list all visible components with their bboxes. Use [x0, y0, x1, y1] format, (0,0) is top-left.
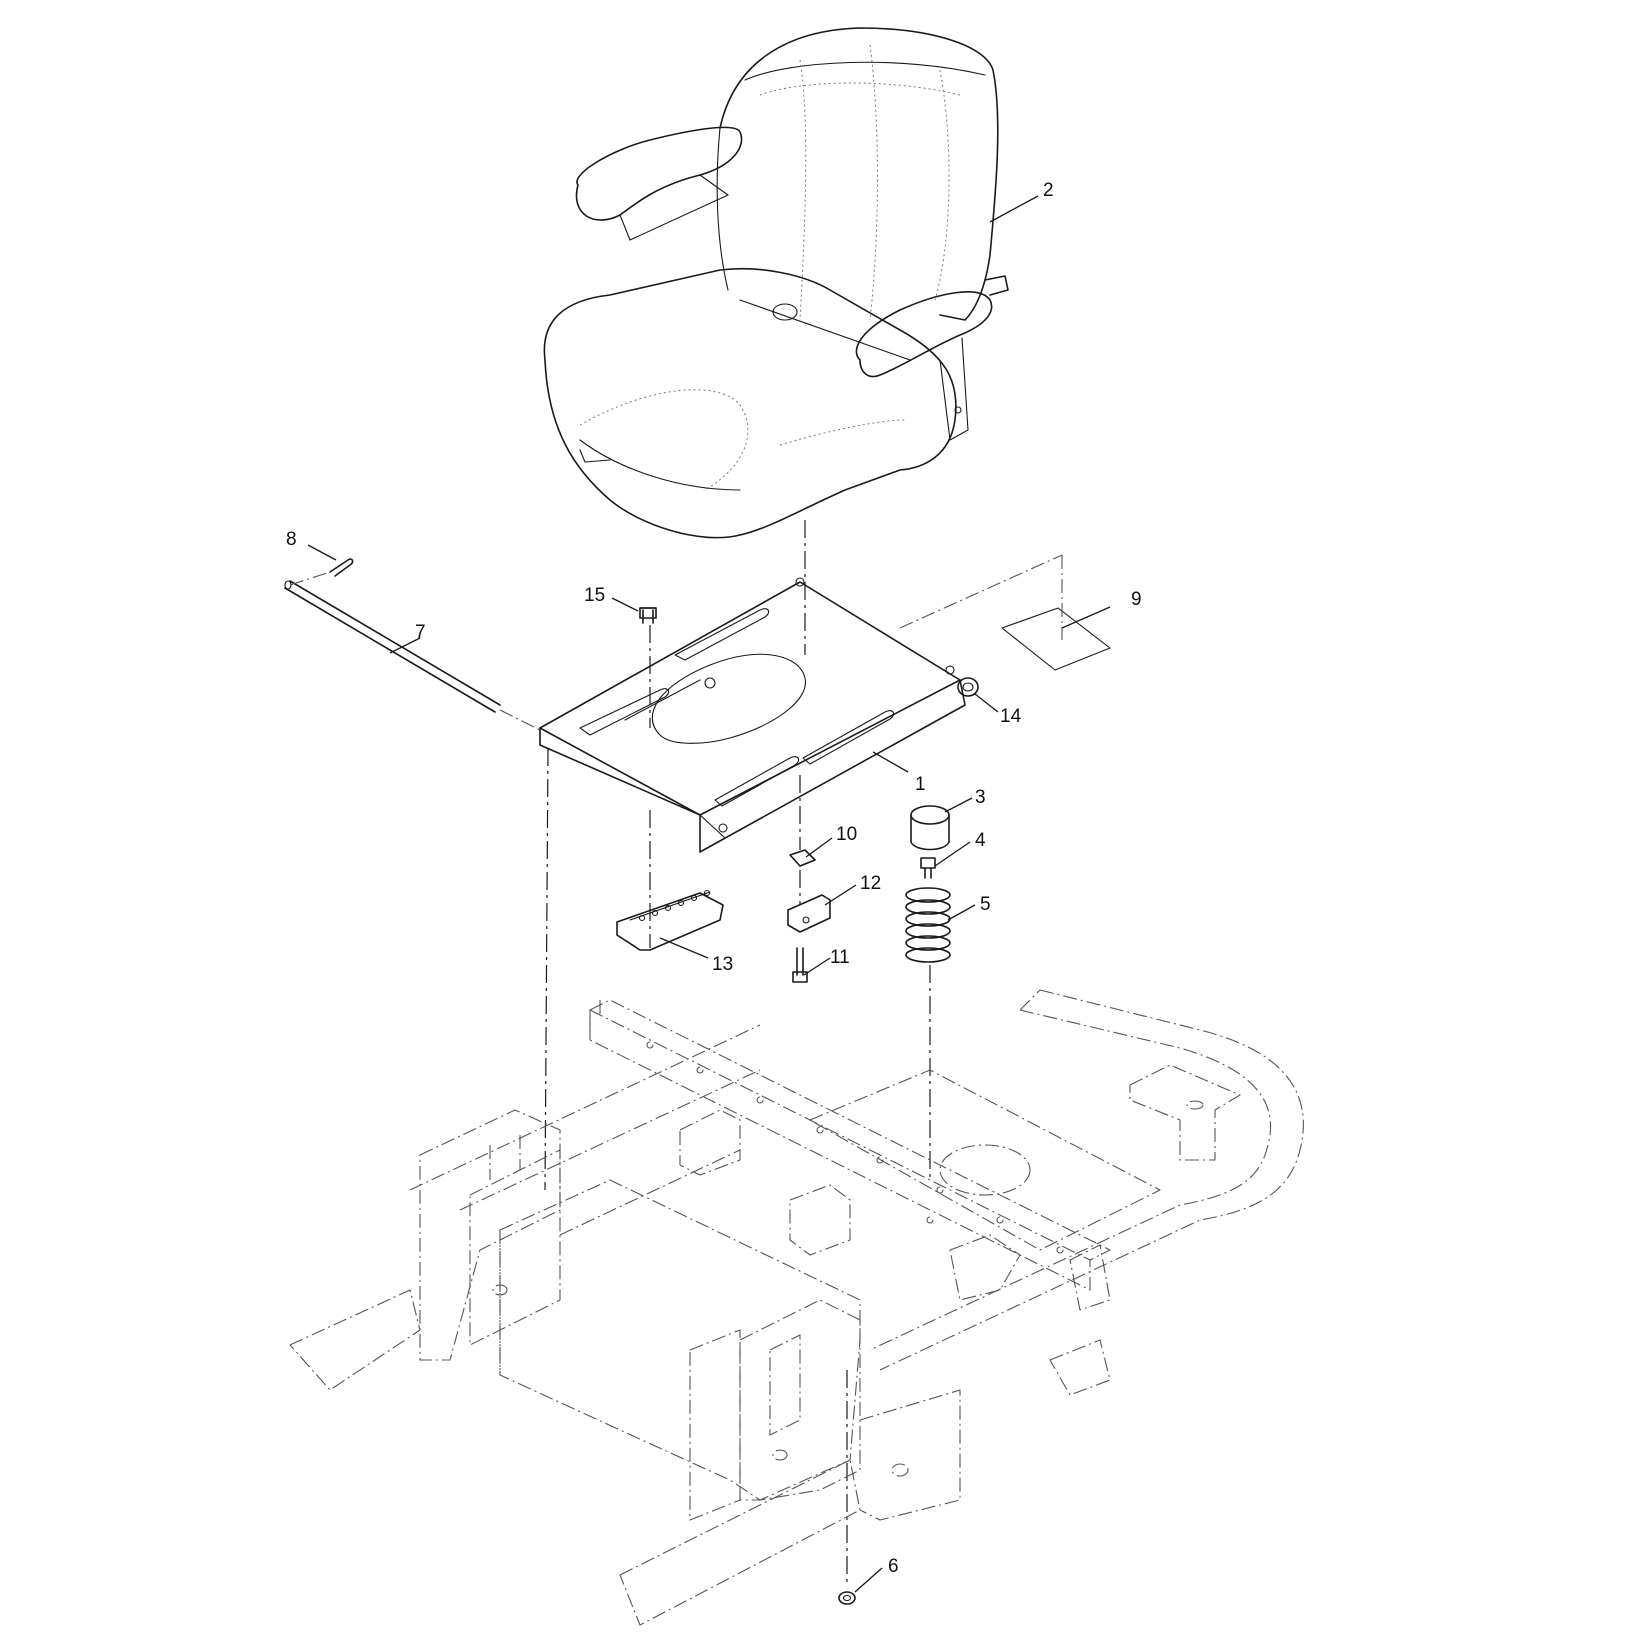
plate-to-frame-centerline: [544, 747, 549, 1191]
callout-labels: 1 2 3 4 5 6 7 8 9 10 11 12 13 14 15: [286, 180, 1142, 1577]
cotter-pin: [289, 544, 354, 586]
callout-7: 7: [415, 622, 426, 643]
nut-6: [838, 1567, 883, 1605]
callout-3: 3: [975, 787, 986, 808]
clip-nut-10: [789, 775, 833, 867]
seat-plate: [539, 577, 966, 853]
mower-frame: [289, 989, 1304, 1626]
seat-assembly: [543, 27, 1039, 539]
callout-4: 4: [975, 830, 986, 851]
callout-6: 6: [888, 1556, 899, 1577]
callout-12: 12: [860, 873, 881, 894]
pivot-rod: [284, 580, 541, 731]
bolt-4: [920, 841, 971, 879]
callout-5: 5: [980, 894, 991, 915]
decal: [899, 554, 1111, 671]
callout-15: 15: [584, 585, 605, 606]
callout-1: 1: [915, 774, 926, 795]
callout-11: 11: [830, 947, 850, 968]
bolt-15: [611, 597, 657, 728]
bumper-14: [957, 677, 999, 713]
callout-9: 9: [1131, 589, 1142, 610]
callout-2: 2: [1043, 180, 1054, 201]
callout-13: 13: [712, 954, 733, 975]
bracket-13: [616, 810, 724, 959]
callout-14: 14: [1000, 706, 1022, 727]
callout-8: 8: [286, 529, 297, 550]
bolt-11: [792, 947, 831, 983]
spring-5: [905, 887, 976, 963]
bumper-cap-3: [910, 797, 973, 851]
callout-10: 10: [836, 824, 857, 845]
plate-12: [787, 870, 857, 933]
